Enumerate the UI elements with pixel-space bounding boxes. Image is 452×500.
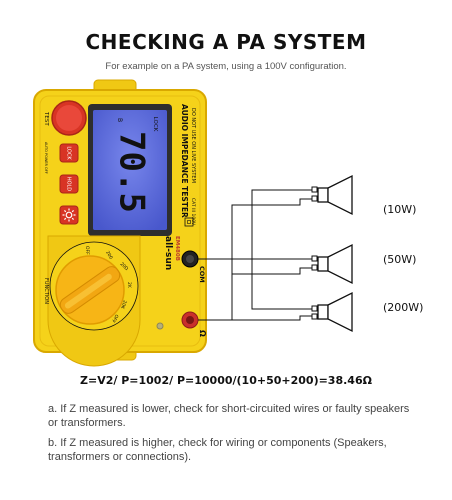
tester-illustration: 70.5 LOCK B AUDIO IMPEDANCE TESTER DO NO… xyxy=(33,79,353,367)
page-title: CHECKING A PA SYSTEM xyxy=(85,30,367,54)
impedance-formula: Z=V2/ P=1002/ P=10000/(10+50+200)=38.46Ω xyxy=(80,374,372,387)
dial-label: 200 xyxy=(104,250,114,261)
wiring xyxy=(198,186,318,321)
brand-logo: all-sun xyxy=(163,236,173,270)
auto-power-off-label: AUTO POWER OFF xyxy=(44,142,48,174)
tester-device: 70.5 LOCK B AUDIO IMPEDANCE TESTER DO NO… xyxy=(33,79,207,367)
sun-icon xyxy=(62,208,76,222)
speaker-50w-label: (50W) xyxy=(383,253,417,266)
note-lower-impedance: a. If Z measured is lower, check for sho… xyxy=(48,403,410,430)
test-button-label: TEST xyxy=(43,111,49,126)
dial-position-labels: OFF 200 20Ω 2K 20K OFF xyxy=(84,246,132,324)
hold-button-label: HOLD xyxy=(66,177,72,191)
ohm-jack-label: Ω xyxy=(198,330,207,337)
panel-warning: DO NOT USE ON LIVE SYSTEM xyxy=(190,108,196,183)
dial-label: 20K xyxy=(119,299,128,310)
dial-label: 20Ω xyxy=(119,261,130,272)
cat-rating: CAT III 100V xyxy=(190,198,196,226)
lcd-lock-indicator: LOCK xyxy=(152,117,158,132)
lcd-reading: 70.5 xyxy=(112,131,152,213)
panel-title: AUDIO IMPEDANCE TESTER xyxy=(180,104,189,218)
speaker-10w-label: (10W) xyxy=(383,203,417,216)
speaker-icon xyxy=(317,243,353,285)
note-higher-impedance: b. If Z measured is higher, check for wi… xyxy=(48,437,387,464)
speaker-icon xyxy=(317,174,353,216)
com-jack-label: COM xyxy=(198,266,206,283)
speaker-icon xyxy=(317,291,353,333)
dial-label: 2K xyxy=(126,282,132,289)
lock-button-label: LOCK xyxy=(66,146,72,160)
dial-label: OFF xyxy=(110,313,120,324)
speaker-200w-label: (200W) xyxy=(383,301,424,314)
function-label: FUNCTION xyxy=(43,278,49,304)
svg-text:B: B xyxy=(116,118,123,122)
page-subtitle: For example on a PA system, using a 100V… xyxy=(105,61,347,72)
hold-button[interactable] xyxy=(59,174,79,194)
dial-label: OFF xyxy=(84,246,90,255)
lock-button[interactable] xyxy=(59,143,79,163)
double-insulation-icon xyxy=(184,217,194,227)
model-number: EM480B xyxy=(174,236,180,261)
indicator-led xyxy=(156,322,164,330)
